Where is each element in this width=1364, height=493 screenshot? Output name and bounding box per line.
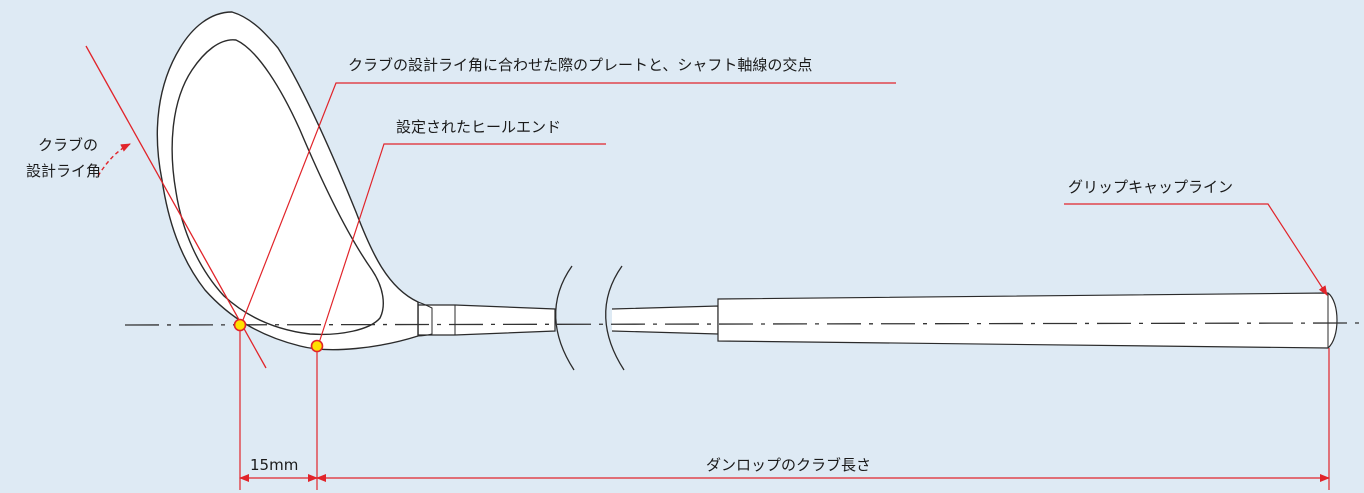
leader-grip-cap xyxy=(1064,203,1328,296)
shaft-centerline xyxy=(124,322,1364,326)
break-mark-right xyxy=(605,265,625,371)
offset-dimension-label: 15mm xyxy=(250,456,298,474)
intersection-point-marker xyxy=(233,318,247,332)
shaft-middle xyxy=(611,305,719,335)
angle-arc-icon xyxy=(97,143,131,177)
leader-heel-end xyxy=(317,143,606,347)
heel-end-point-marker xyxy=(310,339,324,353)
shaft-left xyxy=(417,304,556,336)
club-length-label: ダンロップのクラブ長さ xyxy=(706,456,871,474)
club-head-face xyxy=(171,39,384,336)
grip-cap-line-label: グリップキャップライン xyxy=(1068,178,1233,196)
heel-end-label: 設定されたヒールエンド xyxy=(396,118,561,136)
leader-intersection xyxy=(240,82,896,326)
lie-angle-label-line2: 設計ライ角 xyxy=(26,162,101,180)
lie-angle-label-line1: クラブの xyxy=(38,136,98,154)
lie-angle-line xyxy=(85,45,267,369)
grip xyxy=(717,292,1338,349)
intersection-point-label: クラブの設計ライ角に合わせた際のプレートと、シャフト軸線の交点 xyxy=(348,56,812,74)
break-mark-left xyxy=(555,265,575,371)
